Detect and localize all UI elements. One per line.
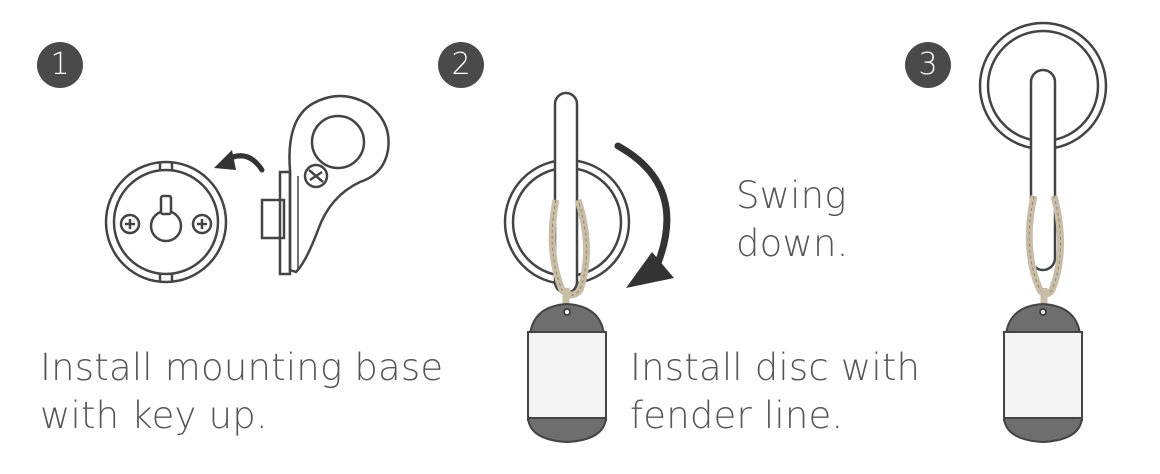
fender — [526, 302, 608, 444]
rotate-arrow-small — [214, 150, 265, 173]
swing-down-note: Swing down. — [736, 172, 849, 268]
swing-note-line-2: down. — [736, 222, 849, 265]
mounting-base — [104, 160, 228, 284]
step-3-badge: 3 — [905, 42, 951, 88]
fender-step3 — [1002, 302, 1084, 444]
step-1-caption-line-2: with key up. — [40, 394, 268, 437]
swing-note-line-1: Swing — [736, 174, 847, 217]
fender-line-step3 — [1025, 195, 1064, 306]
swing-arrow — [614, 142, 674, 288]
fender-line — [548, 198, 590, 306]
step-2-badge: 2 — [438, 42, 484, 88]
disc-step3 — [978, 21, 1108, 272]
disc-step2 — [503, 91, 631, 295]
mounting-clip — [260, 94, 390, 276]
screw-right — [191, 213, 213, 235]
screw-left — [119, 213, 141, 235]
step-1-caption-line-1: Install mounting base — [40, 346, 444, 389]
step-1-badge: 1 — [37, 42, 83, 88]
step-2-caption-line-1: Install disc with — [630, 346, 921, 389]
step-2-caption: Install disc with fender line. — [630, 344, 920, 440]
step-1-caption: Install mounting base with key up. — [40, 344, 443, 440]
step-2-caption-line-2: fender line. — [630, 394, 844, 437]
